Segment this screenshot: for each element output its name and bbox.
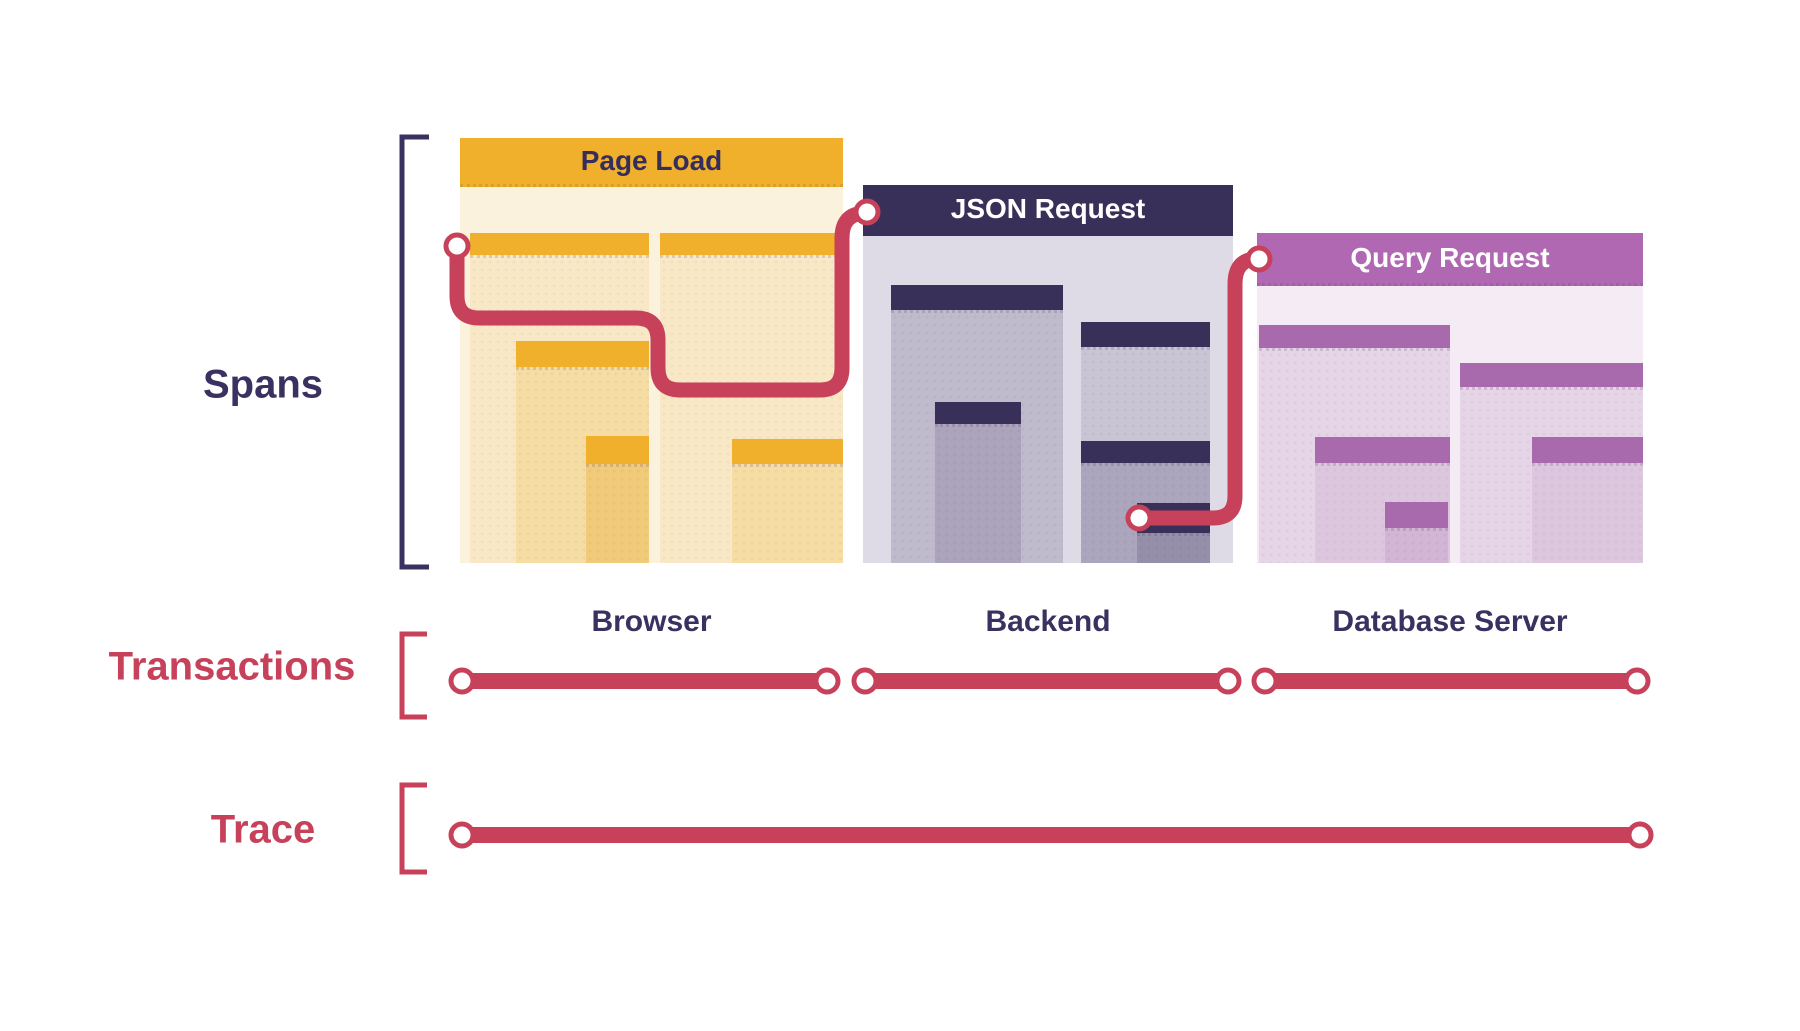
span-bar-database-3 — [1385, 502, 1448, 563]
span-bar-browser-5 — [732, 439, 843, 563]
span-bar-browser-3 — [586, 436, 649, 563]
span-bar-head — [470, 233, 649, 255]
span-bar-head — [891, 285, 1063, 310]
span-bar-head — [732, 439, 843, 464]
span-block-title-database: Query Request — [1257, 233, 1643, 286]
span-bar-head — [1259, 325, 1450, 348]
service-caption-backend: Backend — [985, 605, 1111, 638]
span-bar-body — [1137, 533, 1210, 563]
span-block-title-browser: Page Load — [460, 138, 843, 187]
span-bar-head — [516, 341, 649, 367]
span-bar-database-5 — [1532, 437, 1643, 563]
service-caption-database: Database Server — [1332, 605, 1568, 638]
span-bar-head — [1081, 322, 1210, 347]
span-bar-head — [935, 402, 1021, 424]
span-bar-body — [732, 464, 843, 563]
span-bar-head — [1460, 363, 1643, 387]
trace-label: Trace — [210, 807, 316, 852]
transactions-label: Transactions — [108, 644, 356, 689]
service-caption-browser: Browser — [591, 605, 712, 638]
span-bar-head — [1385, 502, 1448, 528]
span-bar-backend-2 — [935, 402, 1021, 563]
span-bar-body — [1532, 463, 1643, 563]
span-bar-backend-5 — [1137, 503, 1210, 563]
span-bar-head — [1137, 503, 1210, 533]
span-bar-body — [1385, 528, 1448, 563]
span-bar-head — [660, 233, 843, 255]
span-bar-head — [1081, 441, 1210, 463]
span-block-title-backend: JSON Request — [863, 185, 1233, 236]
span-bar-head — [1532, 437, 1643, 463]
spans-label: Spans — [202, 362, 324, 407]
span-bar-body — [935, 424, 1021, 563]
span-bar-body — [586, 464, 649, 563]
span-bar-head — [586, 436, 649, 464]
span-bar-head — [1315, 437, 1450, 463]
